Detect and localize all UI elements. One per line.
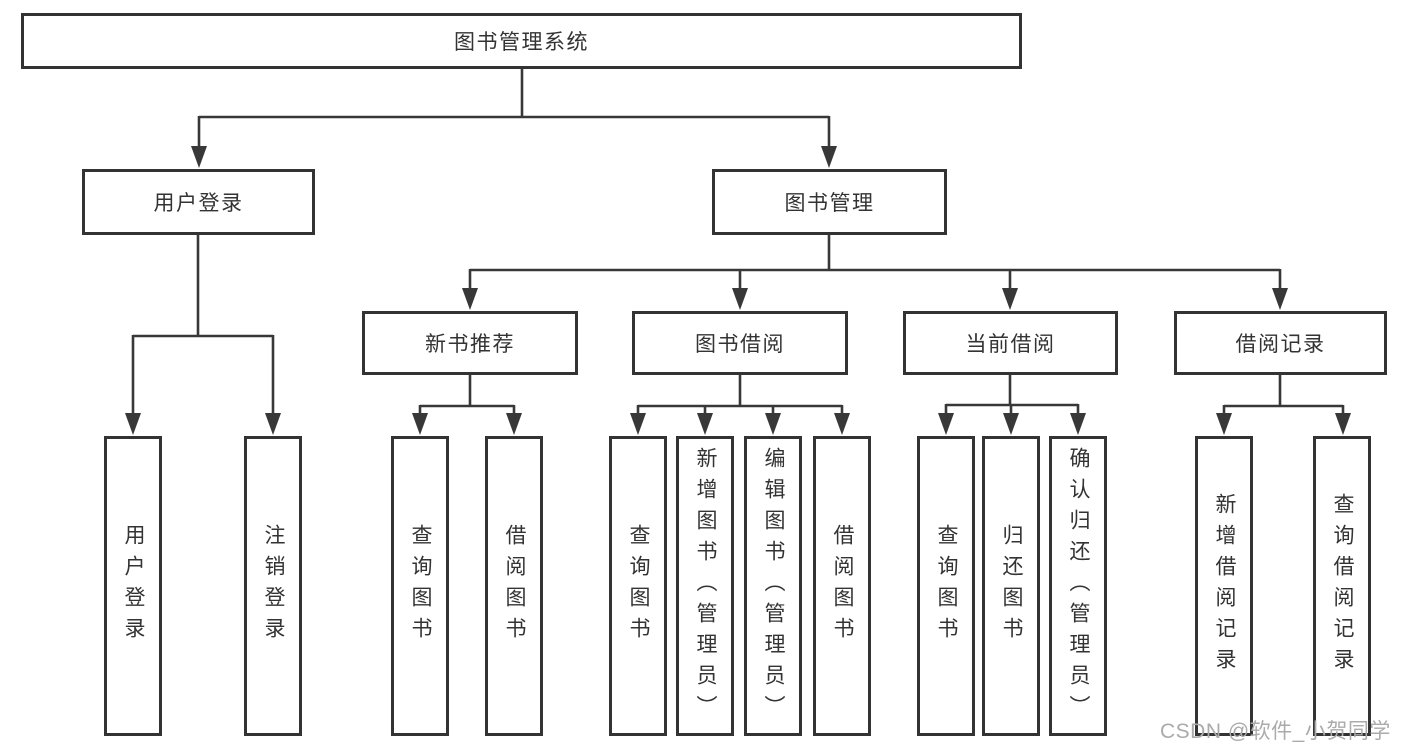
connector-book-borrow bbox=[630, 375, 850, 435]
leaf-add-books-admin: 新增图书（管理员） bbox=[676, 436, 734, 736]
leaf-edit-books-admin: 编辑图书（管理员） bbox=[744, 436, 802, 736]
node-borrow-records: 借阅记录 bbox=[1174, 311, 1387, 375]
node-book-management: 图书管理 bbox=[712, 169, 947, 235]
connector-current-borrow bbox=[938, 375, 1086, 435]
leaf-logout: 注销登录 bbox=[244, 436, 302, 736]
node-book-borrow: 图书借阅 bbox=[632, 311, 848, 375]
connector-borrow-records bbox=[1216, 375, 1351, 435]
leaf-borrow-books-recommend: 借阅图书 bbox=[485, 436, 543, 736]
leaf-query-borrow-record: 查询借阅记录 bbox=[1313, 436, 1371, 736]
leaf-add-borrow-record: 新增借阅记录 bbox=[1195, 436, 1253, 736]
csdn-watermark: CSDN @软件_小贺同学 bbox=[1160, 720, 1391, 743]
leaf-borrow-books: 借阅图书 bbox=[813, 436, 871, 736]
leaf-query-books-recommend: 查询图书 bbox=[391, 436, 449, 736]
leaf-query-books-borrow: 查询图书 bbox=[609, 436, 667, 736]
connector-root bbox=[191, 69, 837, 168]
connector-user-login bbox=[125, 235, 281, 435]
node-current-borrow: 当前借阅 bbox=[903, 311, 1118, 375]
node-library-management-system: 图书管理系统 bbox=[21, 13, 1022, 69]
node-user-login: 用户登录 bbox=[82, 169, 315, 235]
leaf-query-books-current: 查询图书 bbox=[917, 436, 975, 736]
node-new-book-recommend: 新书推荐 bbox=[362, 311, 578, 375]
leaf-return-books: 归还图书 bbox=[982, 436, 1040, 736]
leaf-user-login: 用户登录 bbox=[104, 436, 162, 736]
connector-book-management bbox=[462, 234, 1288, 310]
connector-new-book-recommend bbox=[412, 375, 522, 435]
leaf-confirm-return-admin: 确认归还（管理员） bbox=[1049, 436, 1107, 736]
